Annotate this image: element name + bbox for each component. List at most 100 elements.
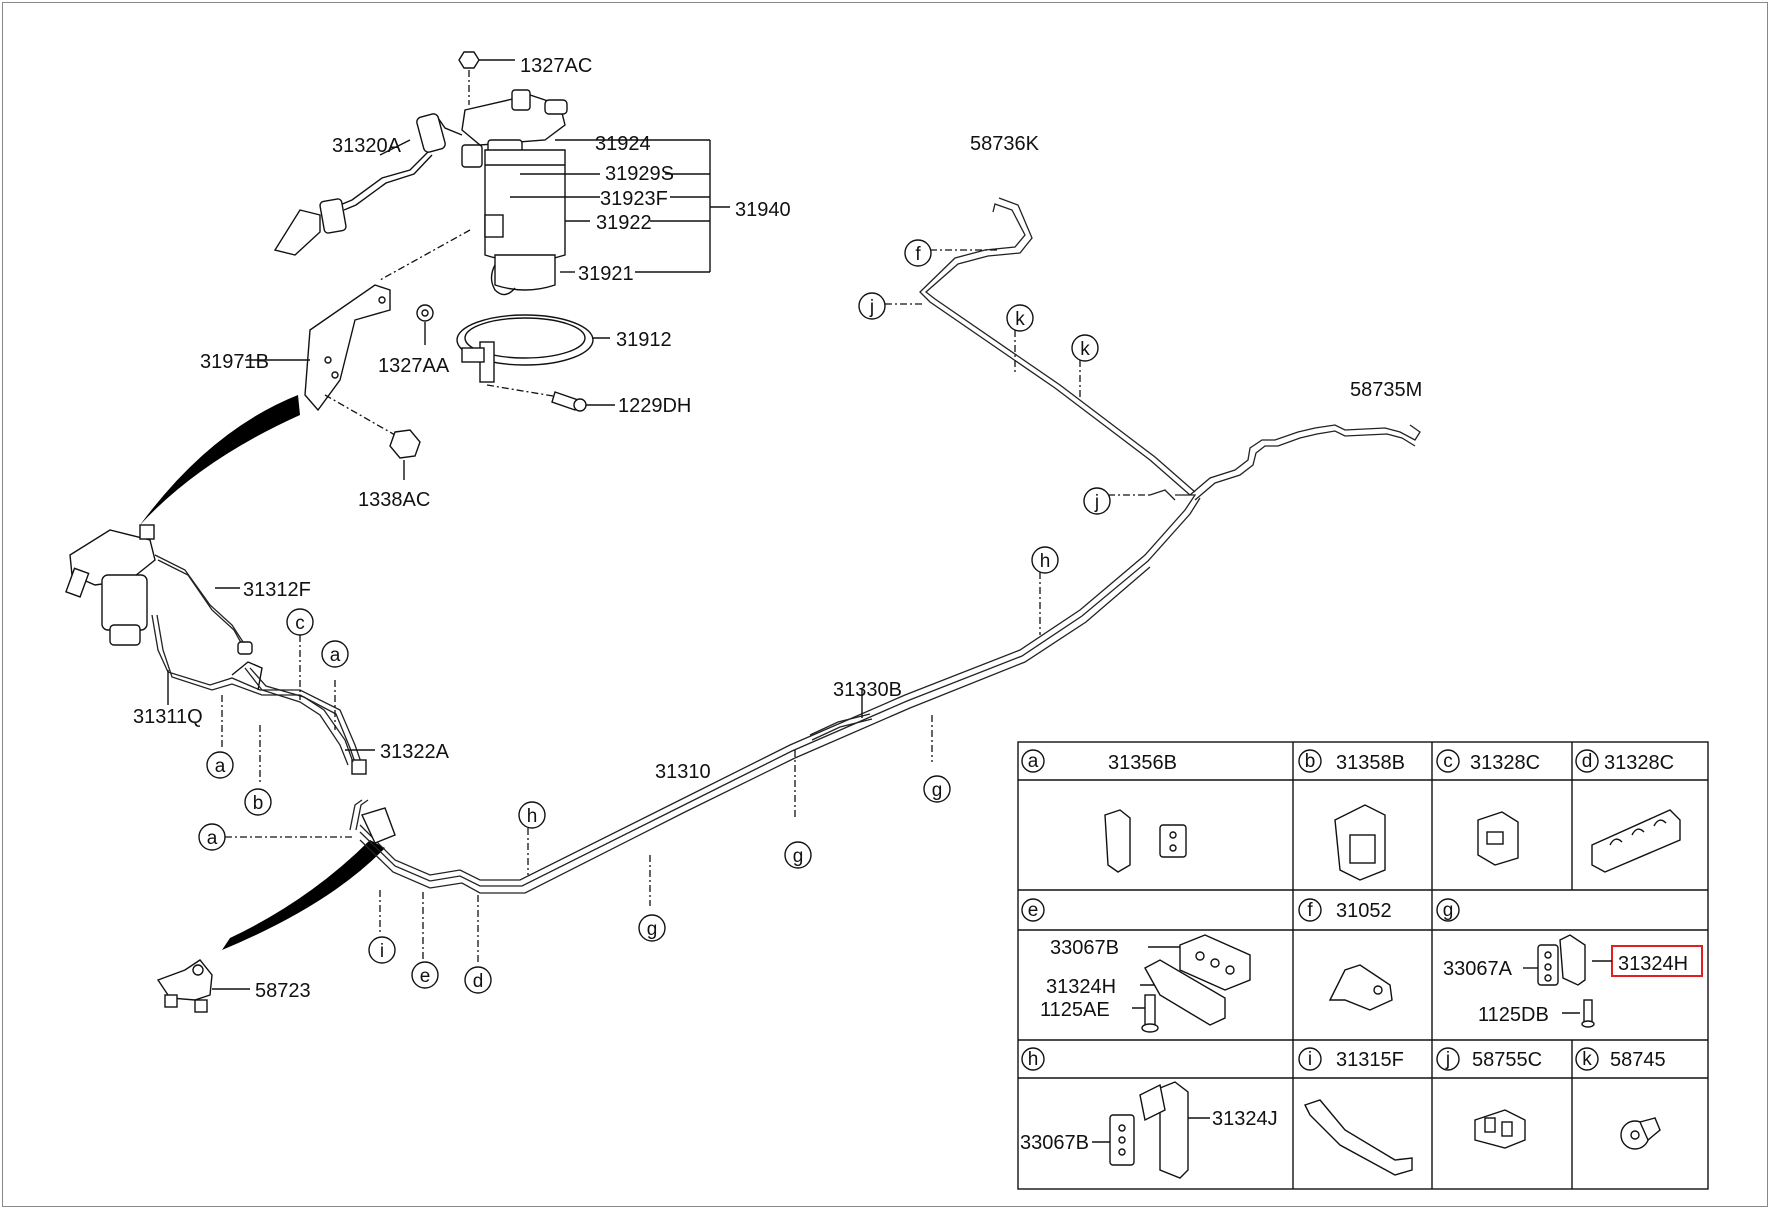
label-31312f: 31312F <box>243 579 311 601</box>
clip-31328c-small <box>1477 811 1519 866</box>
callout-leaders <box>221 249 1150 962</box>
label-31921: 31921 <box>578 263 634 285</box>
label-58735m: 58735M <box>1350 379 1422 401</box>
bracket-31971b <box>304 284 391 412</box>
table-part-j: 58755C <box>1472 1049 1542 1071</box>
callout-a-lower: a <box>207 828 218 849</box>
fuel-filter-assembly <box>245 51 730 480</box>
filter-head <box>461 94 566 146</box>
callout-j-top: j <box>869 297 874 318</box>
clip-31315f <box>1304 1099 1413 1176</box>
table-part-e-2: 31324H <box>1046 976 1116 998</box>
callout-i: i <box>380 941 384 962</box>
table-part-g-2: 31324H <box>1618 953 1688 975</box>
table-part-e-1: 33067B <box>1050 937 1119 959</box>
callout-g-mid: g <box>793 846 804 867</box>
table-letter-k: k <box>1582 1049 1592 1070</box>
table-letter-h: h <box>1028 1049 1039 1070</box>
label-31940: 31940 <box>735 199 791 221</box>
table-letter-i: i <box>1308 1049 1312 1070</box>
table-letter-j: j <box>1445 1049 1450 1070</box>
part-labels: 1327AC 31320A 31924 31929S 31923F 31940 … <box>133 55 1422 1002</box>
table-letter-a: a <box>1028 751 1039 772</box>
label-31929s: 31929S <box>605 163 674 185</box>
detail-pointer-wedge-top <box>140 395 300 525</box>
label-58736k: 58736K <box>970 133 1040 155</box>
detail-pointer-wedge-bottom <box>222 840 385 950</box>
label-1327ac: 1327AC <box>520 55 592 77</box>
table-part-b: 31358B <box>1336 752 1405 774</box>
bracket-31324h-e <box>1144 959 1226 1026</box>
callout-k-2: k <box>1080 339 1090 360</box>
label-1338ac: 1338AC <box>358 489 430 511</box>
table-part-k: 58745 <box>1610 1049 1666 1071</box>
callout-g-right: g <box>932 780 943 801</box>
callout-e: e <box>420 966 431 987</box>
callout-f: f <box>915 244 921 265</box>
bolt-1229dh <box>551 391 579 411</box>
callout-a-left: a <box>215 756 226 777</box>
filter-assembly-small <box>65 524 375 775</box>
label-1229dh: 1229DH <box>618 395 691 417</box>
table-part-g-3: 1125DB <box>1478 1004 1549 1026</box>
label-31330b: 31330B <box>833 679 902 701</box>
bolt-1125ae <box>1141 994 1159 1033</box>
bolt-1125db <box>1581 999 1595 1028</box>
table-part-d: 31328C <box>1604 752 1674 774</box>
label-31322a: 31322A <box>380 741 450 763</box>
clip-58755c <box>1474 1109 1526 1149</box>
table-letter-c: c <box>1443 751 1453 772</box>
callout-h-left: h <box>527 806 538 827</box>
circled-callouts: f j k k j h g c a a b a h g g i e d <box>198 239 1111 994</box>
table-letter-g: g <box>1443 900 1454 921</box>
bracket-31324j <box>1139 1081 1189 1179</box>
clip-58745 <box>1620 1117 1661 1150</box>
callout-d: d <box>473 971 484 992</box>
clip-31358b <box>1334 804 1386 881</box>
label-31971b: 31971B <box>200 351 269 373</box>
clip-33067b-e <box>1179 934 1251 991</box>
clip-31328c-multi <box>1591 809 1681 873</box>
table-part-h-2: 31324J <box>1212 1108 1278 1130</box>
callout-b: b <box>253 793 264 814</box>
callout-k-1: k <box>1015 309 1025 330</box>
table-letter-d: d <box>1582 751 1593 772</box>
label-58723: 58723 <box>255 980 311 1002</box>
table-part-c: 31328C <box>1470 752 1540 774</box>
filter-body <box>484 149 566 263</box>
label-1327aa: 1327AA <box>378 355 450 377</box>
parts-table: a 31356B b 31358B c 31328C d 31328C e f … <box>1017 741 1709 1190</box>
callout-h-right: h <box>1040 551 1051 572</box>
table-letter-f: f <box>1307 900 1313 921</box>
callout-g-left: g <box>647 919 658 940</box>
bracket-31324h-g <box>1559 934 1586 986</box>
table-letter-e: e <box>1028 900 1039 921</box>
callout-j-mid: j <box>1094 492 1099 513</box>
label-31924: 31924 <box>595 133 651 155</box>
table-part-i: 31315F <box>1336 1049 1404 1071</box>
label-31311q: 31311Q <box>133 706 203 728</box>
table-part-e-3: 1125AE <box>1040 999 1110 1021</box>
callout-c: c <box>295 613 305 634</box>
nut-1327ac <box>458 51 480 69</box>
label-31320a: 31320A <box>332 135 402 157</box>
clip-31052 <box>1328 964 1393 1011</box>
table-part-f: 31052 <box>1336 900 1392 922</box>
table-part-h-1: 33067B <box>1020 1132 1089 1154</box>
part-58723 <box>156 959 250 1013</box>
callout-a-upper: a <box>330 645 341 666</box>
label-31310: 31310 <box>655 761 711 783</box>
label-31912: 31912 <box>616 329 672 351</box>
label-31922: 31922 <box>596 212 652 234</box>
clip-31356b <box>1104 809 1187 873</box>
table-part-g-1: 33067A <box>1443 958 1513 980</box>
table-part-a: 31356B <box>1108 752 1177 774</box>
main-fuel-line <box>349 197 1421 894</box>
table-letter-b: b <box>1305 751 1316 772</box>
clip-33067b-h <box>1109 1114 1135 1166</box>
nut-1338ac <box>389 429 421 459</box>
clip-33067a <box>1537 944 1559 986</box>
label-31923f: 31923F <box>600 188 668 210</box>
